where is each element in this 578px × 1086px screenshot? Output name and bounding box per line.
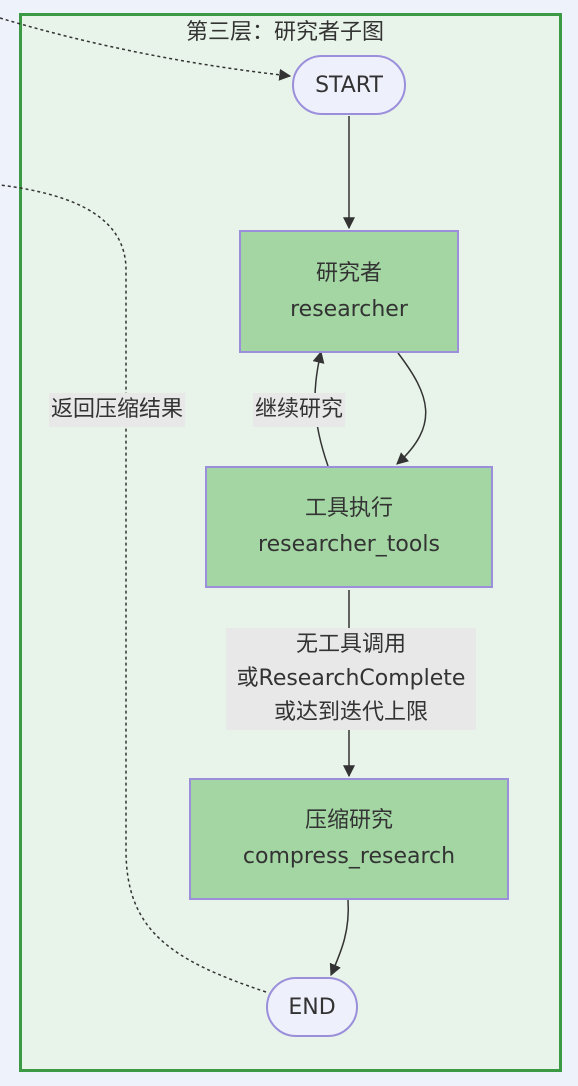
researcher-title: 研究者 <box>315 260 382 286</box>
start-label: START <box>315 72 383 98</box>
edge-compress-to-end <box>329 899 350 977</box>
compress-research-node: 压缩研究 compress_research <box>189 778 509 900</box>
researcher-node: 研究者 researcher <box>239 230 459 353</box>
researcher-id: researcher <box>290 296 408 322</box>
tools-title: 工具执行 <box>304 496 393 521</box>
stop-condition-line-2: 或ResearchComplete <box>236 666 466 691</box>
end-node: END <box>266 977 358 1037</box>
compress-title: 压缩研究 <box>304 808 393 833</box>
researcher-tools-node: 工具执行 researcher_tools <box>205 466 493 588</box>
edge-label-return-result: 返回压缩结果 <box>49 393 186 427</box>
edge-researcher-to-tools <box>396 352 427 465</box>
edge-incoming-to-start <box>0 17 292 81</box>
edge-label-continue-research: 继续研究 <box>253 393 346 427</box>
compress-id: compress_research <box>242 844 456 869</box>
end-label: END <box>288 994 336 1020</box>
edge-end-return-result <box>0 184 267 993</box>
stop-condition-line-1: 无工具调用 <box>295 632 406 657</box>
tools-id: researcher_tools <box>258 532 440 557</box>
edge-label-stop-condition: 无工具调用 或ResearchComplete 或达到迭代上限 <box>226 628 476 730</box>
subgraph-title: 第三层：研究者子图 <box>185 20 384 45</box>
stop-condition-line-3: 或达到迭代上限 <box>273 700 428 725</box>
start-node: START <box>292 55 406 115</box>
